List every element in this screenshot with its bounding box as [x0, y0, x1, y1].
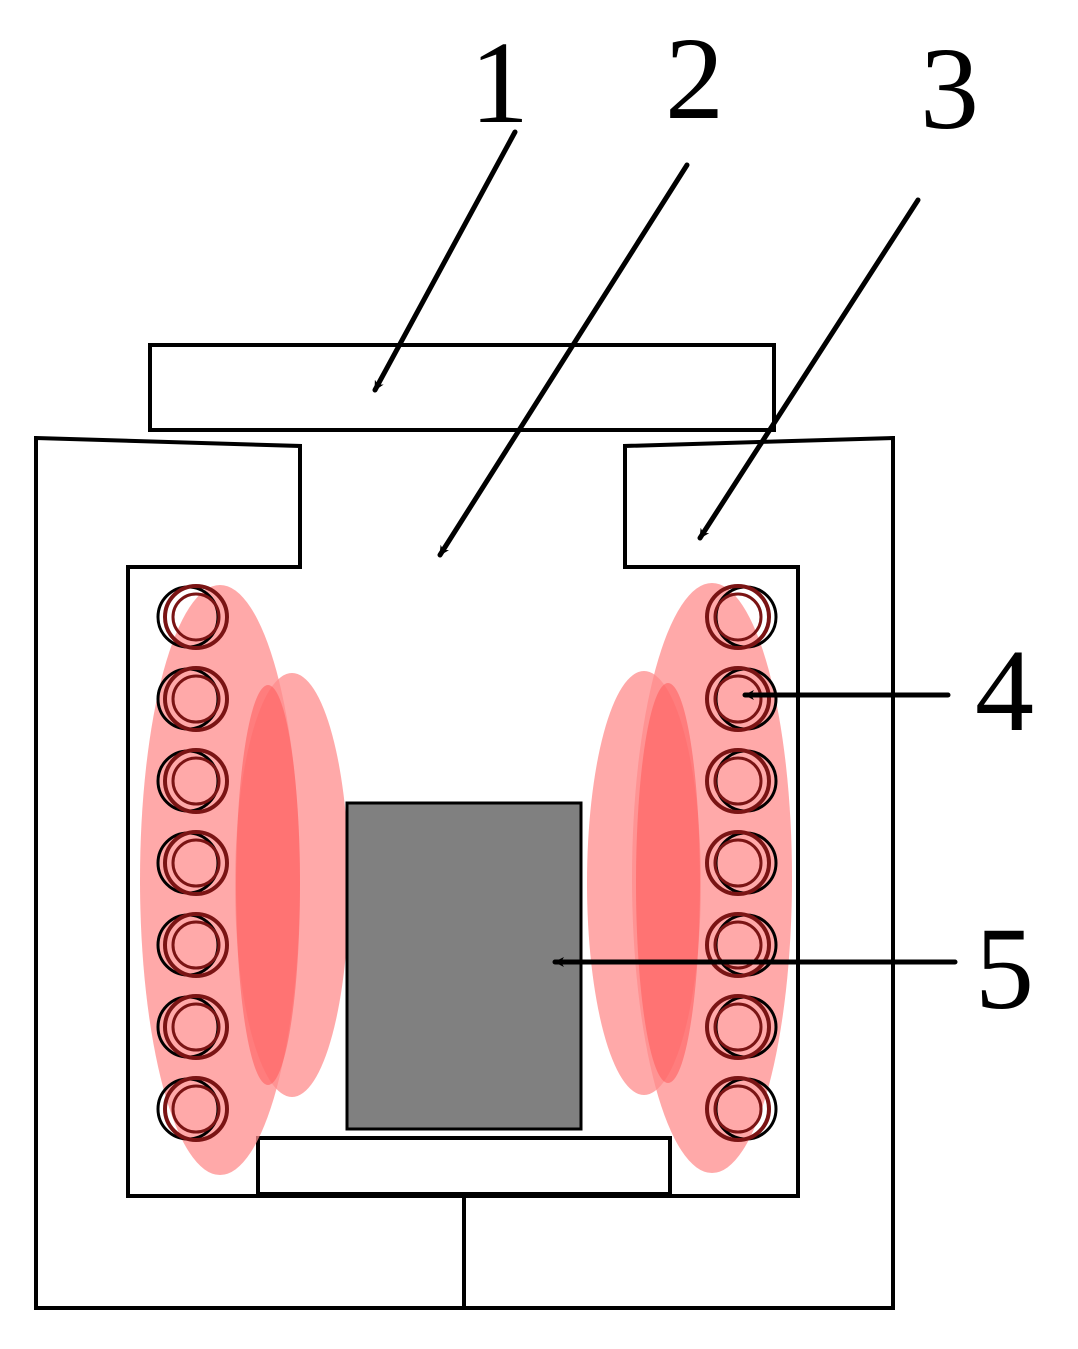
coil-turn-inner: [171, 592, 221, 642]
coil-turn-inner: [171, 838, 221, 888]
label-1: 1: [470, 17, 529, 148]
label-3: 3: [920, 23, 979, 154]
arrow-2: [437, 162, 690, 558]
arrow-1: [372, 129, 518, 393]
coil-turn: [705, 1076, 771, 1142]
coil-turn-inner: [713, 1002, 763, 1052]
coil-turn-inner: [171, 920, 221, 970]
coil-turn: [705, 584, 771, 650]
induction-coil-right: [705, 584, 778, 1142]
coil-turn-inner: [713, 674, 763, 724]
coil-turn: [163, 748, 229, 814]
coil-turn: [163, 912, 229, 978]
coil-turn: [163, 584, 229, 650]
coil-turn-inner: [713, 1084, 763, 1134]
coil-turn: [705, 666, 771, 732]
coil-turn: [163, 666, 229, 732]
coil-turn: [705, 994, 771, 1060]
furnace-lid: [148, 343, 776, 432]
coil-turn-inner: [713, 592, 763, 642]
coil-turn: [705, 830, 771, 896]
sample-block: [345, 801, 583, 1131]
label-4: 4: [975, 625, 1034, 756]
coil-turn: [163, 994, 229, 1060]
coil-turn-inner: [171, 674, 221, 724]
arrow-3: [697, 197, 921, 541]
furnace-body: [34, 435, 466, 1310]
coil-turn-inner: [713, 838, 763, 888]
coil-turn-inner: [713, 756, 763, 806]
coil-turn: [705, 912, 771, 978]
label-5: 5: [975, 903, 1034, 1034]
coil-turn: [163, 1076, 229, 1142]
heating-zone-right: [587, 583, 792, 1173]
coil-turn: [705, 748, 771, 814]
coil-turn-inner: [171, 1002, 221, 1052]
furnace-body-right: [462, 435, 895, 1310]
induction-coil-left: [156, 584, 229, 1142]
coil-turn-inner: [171, 1084, 221, 1134]
coil-turn: [163, 830, 229, 896]
label-2: 2: [665, 13, 724, 144]
sample-support-plate: [256, 1136, 672, 1196]
coil-turn-inner: [713, 920, 763, 970]
coil-turn-inner: [171, 756, 221, 806]
